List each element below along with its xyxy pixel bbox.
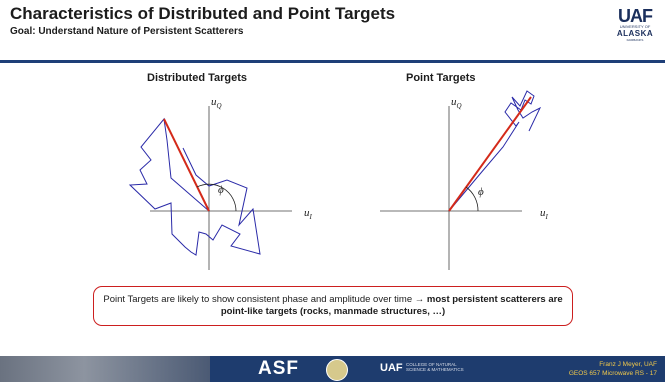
- distributed-y-label: uQ: [211, 96, 222, 111]
- point-angle-arc: [465, 186, 479, 212]
- seal-icon: [326, 359, 348, 381]
- point-phi-label: ϕ: [478, 186, 484, 198]
- distributed-title: Distributed Targets: [147, 72, 248, 84]
- logo-alaska-text: ALASKA: [616, 29, 654, 38]
- header-rule: [0, 60, 665, 63]
- point-random-walk: [448, 90, 542, 212]
- logo-university-text: UNIVERSITY OF: [619, 24, 651, 29]
- point-x-label: uI: [540, 207, 548, 222]
- credit-course: GEOS 657 Microwave RS - 17: [568, 370, 657, 377]
- college-logo: COLLEGE OF NATURAL SCIENCE & MATHEMATICS: [406, 362, 464, 372]
- slide-subtitle: Goal: Understand Nature of Persistent Sc…: [10, 26, 244, 37]
- distributed-random-walk: [128, 117, 261, 256]
- slide-header: Characteristics of Distributed and Point…: [0, 0, 665, 60]
- callout-text: Point Targets are likely to show consist…: [103, 294, 427, 305]
- distributed-resultant-vector: [163, 118, 210, 212]
- distributed-phi-label: ϕ: [218, 184, 224, 196]
- callout-box: Point Targets are likely to show consist…: [93, 286, 573, 326]
- point-resultant-vector: [448, 96, 532, 212]
- uaf-logo: UAF UNIVERSITY OF ALASKA FAIRBANKS: [612, 6, 658, 42]
- logo-fairbanks-text: FAIRBANKS: [626, 38, 644, 42]
- footer-photo: [0, 356, 210, 382]
- credit-author: Franz J Meyer, UAF: [599, 361, 657, 368]
- footer-bar: ASF UAF COLLEGE OF NATURAL SCIENCE & MAT…: [0, 356, 665, 382]
- college-line-1: COLLEGE OF NATURAL: [406, 362, 457, 367]
- footer-credit: Franz J Meyer, UAF GEOS 657 Microwave RS…: [569, 360, 657, 378]
- asf-logo: ASF: [258, 358, 299, 379]
- point-y-label: uQ: [451, 96, 462, 111]
- slide-title: Characteristics of Distributed and Point…: [10, 4, 396, 23]
- callout-bold-text: most persistent scatterers are point-lik…: [220, 294, 563, 317]
- logo-uaf-text: UAF: [618, 6, 653, 26]
- distributed-angle-arc: [196, 183, 237, 212]
- point-title: Point Targets: [406, 72, 476, 84]
- college-line-2: SCIENCE & MATHEMATICS: [406, 367, 464, 372]
- footer-uaf-logo: UAF: [380, 362, 403, 374]
- distributed-x-label: uI: [304, 207, 312, 222]
